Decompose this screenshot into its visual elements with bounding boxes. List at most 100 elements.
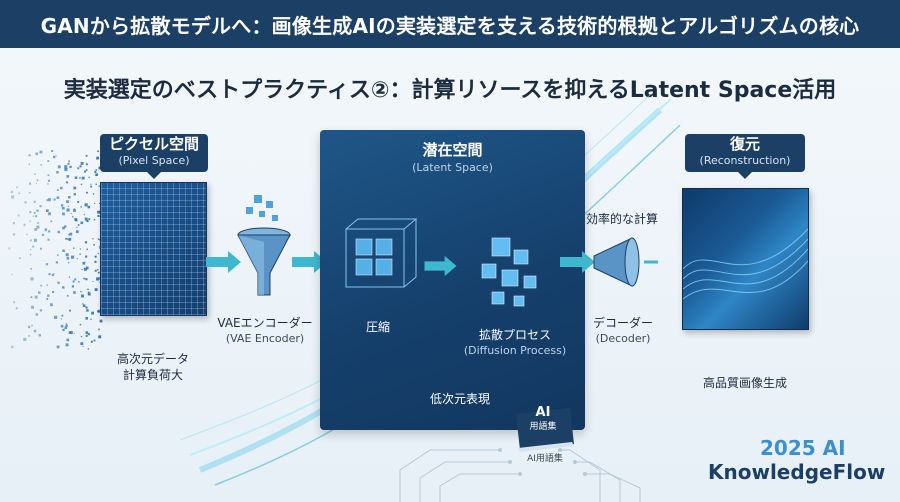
pixel-dot [74, 278, 77, 281]
pixel-dot [33, 238, 37, 242]
pixel-dot [66, 338, 70, 342]
pixel-space-title: ピクセル空間 [108, 135, 199, 153]
pixel-dot [36, 225, 40, 229]
pixel-dot [38, 291, 41, 294]
pixel-dot [51, 150, 54, 152]
pixel-dot [29, 253, 32, 256]
pixel-dot [13, 233, 16, 236]
pixel-dot [66, 257, 70, 260]
pixel-dot [76, 258, 78, 260]
encoder-label: VAEエンコーダー [217, 316, 313, 330]
pixel-dot [69, 309, 71, 312]
pixel-dot [39, 309, 43, 312]
pixel-dot [87, 292, 91, 296]
pixel-dot [82, 261, 86, 265]
pixel-dot [17, 214, 20, 217]
pixel-dot [39, 205, 42, 208]
pixel-dot [86, 220, 88, 222]
pixel-dot [97, 150, 99, 153]
pixel-dot [90, 340, 93, 343]
pixel-dot [45, 263, 49, 266]
reconstruction-title: 復元 [729, 135, 760, 153]
pixel-dot [93, 244, 95, 246]
pixel-dot [52, 290, 55, 294]
pixel-dot [29, 220, 31, 222]
pixel-dot [48, 273, 50, 276]
pixel-dot [99, 202, 101, 204]
arrow-right-icon [206, 251, 241, 273]
pixel-dot [71, 285, 74, 288]
pixel-dot [55, 155, 57, 157]
pixel-dot [90, 318, 92, 320]
pixel-dot [84, 203, 88, 207]
pixel-dot [41, 233, 45, 236]
pixel-dot [69, 331, 73, 335]
pixel-dot [29, 192, 31, 194]
pixel-dot [56, 171, 59, 174]
pixel-dot [36, 179, 39, 182]
pixel-space-note-2: 計算負荷大 [122, 368, 183, 382]
pixel-dot [74, 218, 78, 221]
diffusion-cubes-icon [481, 237, 537, 307]
pixel-dot [81, 294, 84, 298]
efficient-compute-label: 効率的な計算 [585, 212, 658, 226]
pixel-dot [93, 339, 96, 342]
pixel-dot [95, 173, 98, 176]
pixel-dot [57, 230, 60, 234]
pixel-dot [57, 165, 61, 169]
pixel-dot [60, 318, 62, 320]
pixel-dot [40, 164, 42, 166]
pixel-dot [98, 166, 102, 170]
pixel-dot [65, 324, 68, 327]
header-title: GANから拡散モデルへ：画像生成AIの実装選定を支える技術的根拠とアルゴリズムの… [40, 13, 860, 38]
pixel-dot [82, 345, 84, 347]
pixel-dot [67, 205, 69, 207]
pixel-dot [97, 215, 100, 217]
pixel-dot [32, 215, 34, 217]
pixel-dot [85, 317, 88, 320]
reconstruction-badge: 復元 (Reconstruction) [685, 134, 805, 179]
brand-year: 2025 AI [760, 436, 846, 460]
diffusion-label: 拡散プロセス [478, 328, 551, 342]
pixel-dot [82, 304, 86, 307]
pixel-dot [88, 176, 90, 179]
funnel-icon [237, 195, 291, 296]
pixel-dot [40, 284, 43, 287]
pixel-dot [80, 162, 84, 165]
pixel-dot [12, 222, 15, 225]
pixel-dot [46, 199, 49, 202]
pixel-dot [35, 313, 38, 316]
pixel-dot [46, 210, 48, 213]
pixel-dot [80, 206, 82, 208]
pixel-dot [87, 291, 90, 294]
pixel-dot [64, 326, 68, 330]
pixel-dot [56, 196, 60, 199]
pixel-dot [47, 183, 49, 185]
pixel-dot [81, 291, 83, 293]
pixel-dot [53, 198, 56, 201]
pixel-dot [44, 228, 48, 232]
pixel-dot [62, 212, 65, 216]
pixel-dot [94, 171, 97, 173]
pixel-dot [62, 249, 65, 252]
pixel-dot [47, 294, 50, 297]
pixel-dot [94, 256, 97, 258]
pixel-dot [87, 348, 89, 350]
pixel-dot [64, 225, 67, 228]
pixel-dot [50, 303, 53, 307]
pixel-dot [76, 226, 78, 228]
pixel-dot [50, 220, 53, 223]
pixel-dot [35, 152, 39, 156]
encoder-sublabel: (VAE Encoder) [225, 332, 305, 345]
book-title: AI [535, 405, 551, 420]
pixel-dot [92, 193, 95, 195]
pixel-dot [30, 267, 33, 270]
pixel-dot [96, 277, 100, 281]
pixel-dot [98, 185, 100, 187]
pixel-dot [73, 208, 75, 210]
pixel-dot [85, 331, 89, 334]
decoder-sublabel: (Decoder) [595, 332, 651, 345]
pixel-dot [65, 237, 67, 240]
pixel-dot [48, 179, 50, 182]
